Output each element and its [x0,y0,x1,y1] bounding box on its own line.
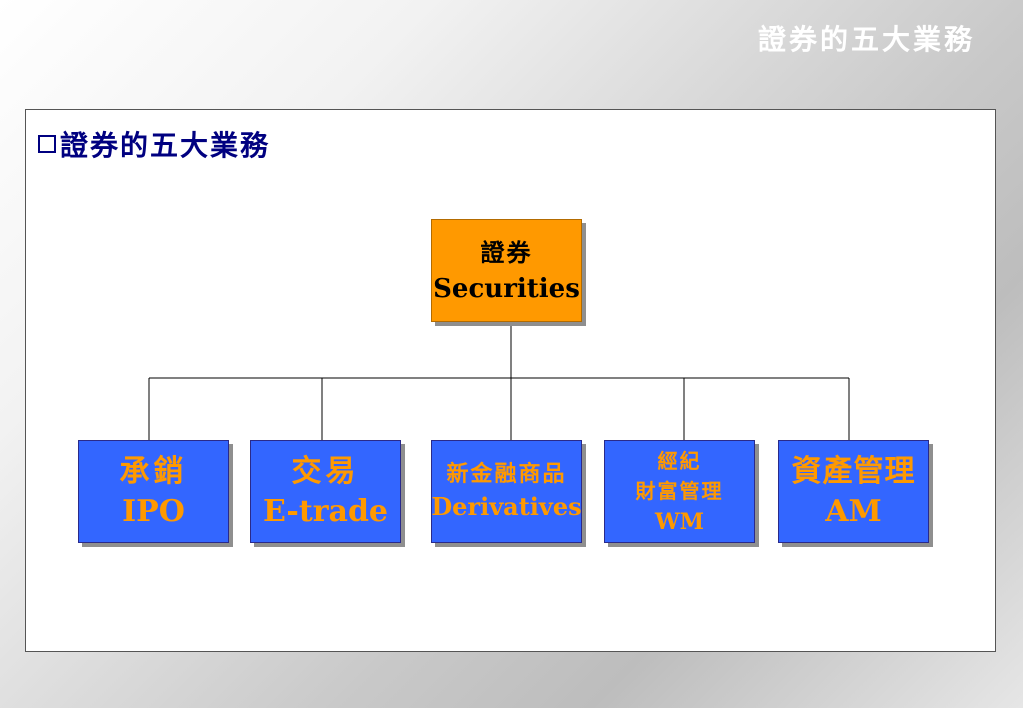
page-header-title: 證券的五大業務 [757,23,975,56]
child-node-ipo-label-en: IPO [122,493,185,529]
child-node-am-label-en: AM [825,493,882,529]
child-node-derivatives-label-zh: 新金融商品 [446,460,567,487]
child-node-etrade-label-en: E-trade [262,493,389,529]
root-node-label-zh: 證券 [480,237,533,267]
org-chart-connectors [148,322,850,440]
section-title: 證券的五大業務 [38,124,270,164]
child-node-am-label-zh: 資產管理 [791,453,916,489]
child-node-ipo: 承銷 IPO [78,440,229,543]
child-node-am: 資產管理 AM [778,440,929,543]
child-node-ipo-label-zh: 承銷 [119,453,188,489]
child-node-etrade-label-zh: 交易 [291,453,360,489]
child-node-derivatives: 新金融商品 Derivatives [431,440,582,543]
content-panel: 證券的五大業務 證券 Securities 承銷 IPO 交易 E-trade … [25,109,996,652]
root-node-label-en: Securities [433,273,580,304]
section-title-text: 證券的五大業務 [60,129,271,162]
child-node-wm-label-zh-1: 經紀 [657,448,702,473]
child-node-wm-label-zh-2: 財富管理 [635,478,724,503]
child-node-derivatives-label-en: Derivatives [431,491,582,521]
child-node-etrade: 交易 E-trade [250,440,401,543]
checkbox-bullet-icon [38,135,56,153]
child-node-wm-label-en: WM [654,508,705,535]
root-node-securities: 證券 Securities [431,219,582,322]
child-node-wm: 經紀 財富管理 WM [604,440,755,543]
